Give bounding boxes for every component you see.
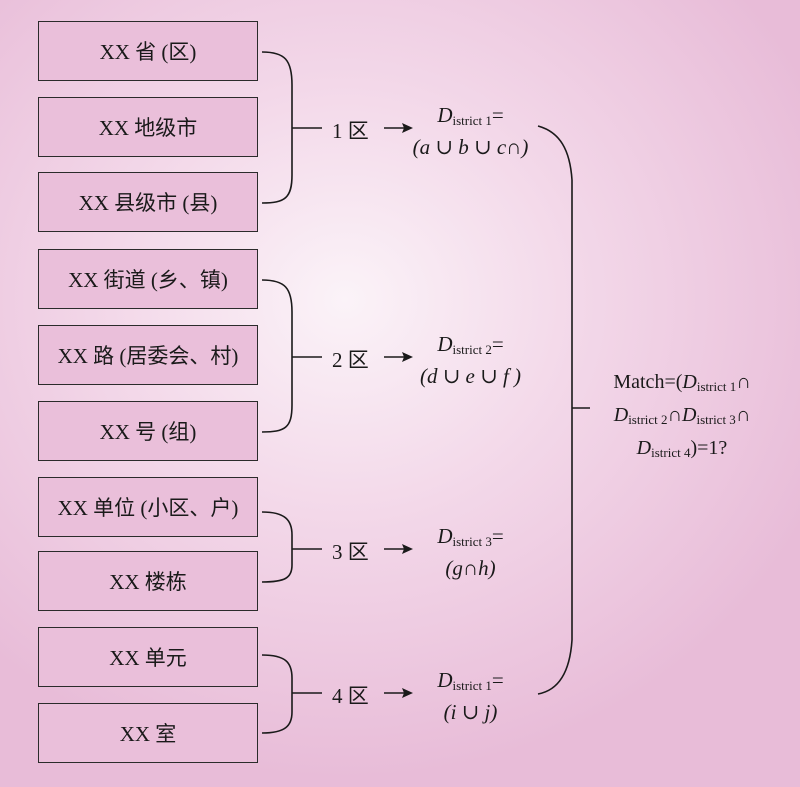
box-road: XX 路 (居委会、村)	[38, 325, 258, 385]
arrowhead-1	[402, 123, 413, 133]
bracket-1	[261, 51, 293, 204]
box-building: XX 楼栋	[38, 551, 258, 611]
box-number: XX 号 (组)	[38, 401, 258, 461]
bracket-2	[261, 279, 293, 433]
district-formula-4: District 1= (i ∪ j)	[437, 668, 504, 724]
box-street: XX 街道 (乡、镇)	[38, 249, 258, 309]
district-label-4: 4 区	[332, 684, 369, 708]
district-formula-3: District 3= (g∩h)	[437, 524, 504, 580]
arrowhead-3	[402, 544, 413, 554]
district-formula-2: District 2= (d ∪ e ∪ f )	[419, 332, 522, 388]
box-county-city: XX 县级市 (县)	[38, 172, 258, 232]
arrowhead-4	[402, 688, 413, 698]
district-formula-1: District 1= (a ∪ b ∪ c∩)	[412, 103, 529, 159]
box-unit: XX 单元	[38, 627, 258, 687]
bracket-4	[261, 654, 293, 734]
bracket-3	[261, 511, 293, 583]
box-unit-org: XX 单位 (小区、户)	[38, 477, 258, 537]
arrowhead-2	[402, 352, 413, 362]
district-label-3: 3 区	[332, 540, 369, 564]
district-label-1: 1 区	[332, 119, 369, 143]
match-formula: Match=(District 1∩ District 2∩District 3…	[613, 371, 751, 460]
box-province: XX 省 (区)	[38, 21, 258, 81]
box-prefecture-city: XX 地级市	[38, 97, 258, 157]
box-room: XX 室	[38, 703, 258, 763]
big-bracket	[537, 125, 573, 695]
district-label-2: 2 区	[332, 348, 369, 372]
